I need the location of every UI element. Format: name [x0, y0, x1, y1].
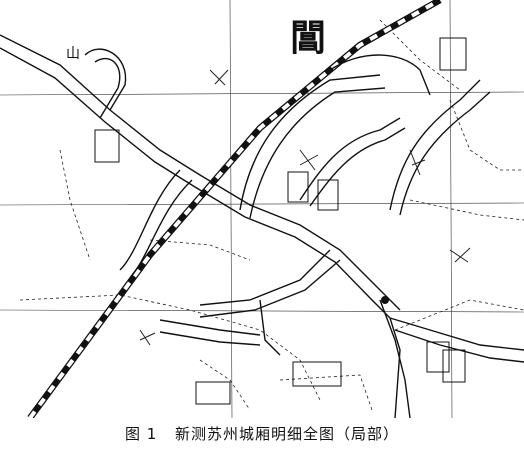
canal-streams [0, 34, 524, 418]
label-chang: 閶 [290, 18, 326, 59]
map-figure: 山 閶 [0, 0, 524, 418]
boxed-labels [94, 37, 467, 405]
label-shan: 山 [66, 46, 80, 62]
map-canvas: 山 閶 [0, 0, 524, 418]
figure-caption: 图 1 新测苏州城厢明细全图（局部） [0, 420, 524, 448]
caption-fig-number: 图 1 [124, 425, 158, 443]
street-markings [139, 69, 471, 346]
caption-title: 新测苏州城厢明细全图（局部） [175, 425, 400, 443]
junction-dot [381, 296, 389, 304]
railway-line [27, 0, 442, 418]
district-boundaries [19, 19, 524, 411]
